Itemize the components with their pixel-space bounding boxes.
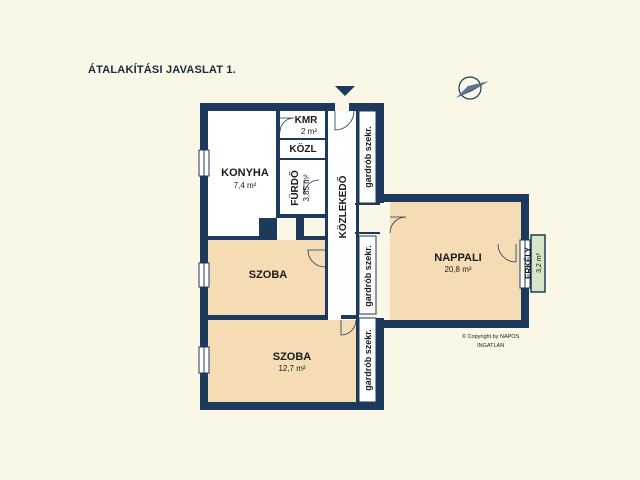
szoba2-area: 12,7 m² <box>278 364 305 373</box>
furdo-area: 3,85 m² <box>302 174 311 201</box>
furdo-room <box>279 159 327 215</box>
copyright-line-2: INGATLAN <box>477 343 505 349</box>
konyha-area: 7,4 m² <box>234 181 257 190</box>
szoba1-room <box>208 240 325 315</box>
nappali-area: 20,8 m² <box>444 265 471 274</box>
windows <box>198 149 531 374</box>
nappali-room <box>390 202 521 320</box>
compass-icon <box>456 76 489 100</box>
konyha-room <box>208 111 279 236</box>
copyright-line-1: © Copyright by NAPOS <box>462 334 520 340</box>
wardrobe-1-label: gardrób szekr. <box>363 126 373 188</box>
wardrobe-2-label: gardrób szekr. <box>363 245 373 307</box>
kmr-label: KMR <box>295 115 319 126</box>
erkely-label: ERKÉLY <box>524 246 533 278</box>
furdo-label: FÜRDŐ <box>288 170 301 206</box>
copyright-note: © Copyright by NAPOS INGATLAN <box>462 333 519 351</box>
kozl-label: KÖZL <box>289 142 316 155</box>
kozl-room <box>279 139 327 159</box>
door-swings <box>279 110 517 336</box>
wardrobe-3-label: gardrób szekr. <box>363 329 373 391</box>
konyha-label: KONYHA <box>221 167 269 179</box>
erkely-area: 3,2 m² <box>536 252 543 273</box>
nappali-label: NAPPALI <box>434 252 481 264</box>
plan-title: ÁTALAKÍTÁSI JAVASLAT 1. <box>88 64 237 76</box>
entrance-arrow-icon <box>335 86 355 96</box>
erkely-balcony <box>530 234 546 293</box>
kmr-area: 2 m² <box>301 127 317 136</box>
szoba1-label: SZOBA <box>249 269 288 281</box>
szoba2-label: SZOBA <box>273 351 312 363</box>
szoba2-room <box>208 320 359 402</box>
kozlekedo-label: KÖZLEKEDŐ <box>336 175 349 238</box>
